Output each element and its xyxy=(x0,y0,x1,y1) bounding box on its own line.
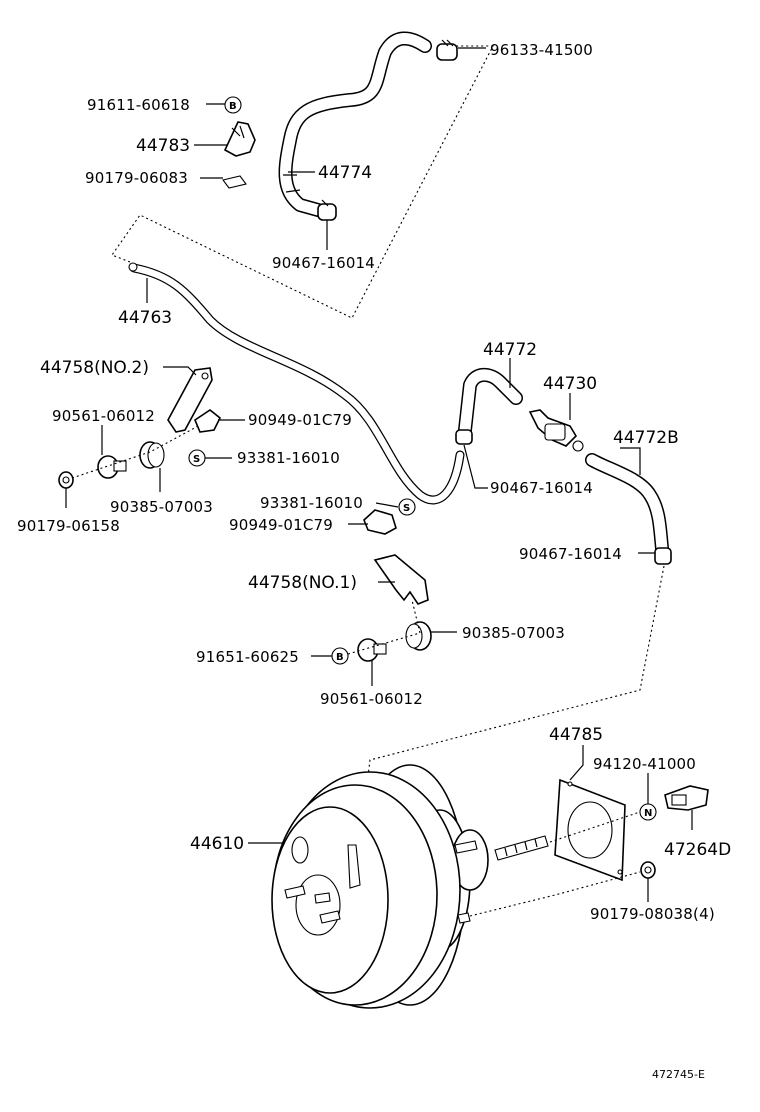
pipe-44763 xyxy=(128,262,465,505)
hose-44774 xyxy=(278,31,432,217)
label-90179-06158: 90179-06158 xyxy=(17,517,120,535)
clamp-90467-16014-right xyxy=(654,547,672,565)
label-90467-16014-right: 90467-16014 xyxy=(519,545,622,563)
clip-90949-01C79-b: S xyxy=(363,498,416,535)
svg-text:N: N xyxy=(644,808,652,819)
label-90385-07003-b: 90385-07003 xyxy=(462,624,565,642)
label-44610: 44610 xyxy=(190,834,244,854)
label-44774: 44774 xyxy=(318,163,372,183)
diagram-id: 472745-E xyxy=(652,1068,705,1081)
label-90385-07003-a: 90385-07003 xyxy=(110,498,213,516)
label-90561-06012-b: 90561-06012 xyxy=(320,690,423,708)
hose-44772 xyxy=(458,367,523,437)
label-91651-60625: 91651-60625 xyxy=(196,648,299,666)
svg-text:S: S xyxy=(193,454,200,465)
label-94120-41000: 94120-41000 xyxy=(593,755,696,773)
svg-text:B: B xyxy=(229,101,237,112)
label-44758-no1: 44758(NO.1) xyxy=(248,573,357,593)
label-93381-16010-b: 93381-16010 xyxy=(260,494,363,512)
collar-90561-06012-b xyxy=(357,638,387,662)
clamp-96133-41500 xyxy=(436,39,458,61)
nut-90179-06158 xyxy=(58,471,74,489)
grommet-90385-07003-b xyxy=(405,621,432,651)
label-91611-60618: 91611-60618 xyxy=(87,96,190,114)
label-90467-16014-mid: 90467-16014 xyxy=(490,479,593,497)
bracket-44758-no2: S xyxy=(167,367,222,467)
nut-94120-41000: N xyxy=(639,803,657,821)
check-valve-44730 xyxy=(528,409,584,452)
labels: 96133-41500 91611-60618 44783 44774 9017… xyxy=(17,41,731,1081)
nut-90179-08038 xyxy=(640,861,656,879)
label-96133-41500: 96133-41500 xyxy=(490,41,593,59)
label-44772B: 44772B xyxy=(613,428,679,448)
label-93381-16010-a: 93381-16010 xyxy=(237,449,340,467)
label-90179-06083: 90179-06083 xyxy=(85,169,188,187)
label-47264D: 47264D xyxy=(664,840,731,860)
label-90561-06012-a: 90561-06012 xyxy=(52,407,155,425)
bracket-44783: B xyxy=(222,96,256,189)
hose-44772B xyxy=(585,453,669,555)
clamp-90467-16014-top xyxy=(317,199,337,221)
grommet-90385-07003-a xyxy=(139,441,165,469)
label-44785: 44785 xyxy=(549,725,603,745)
clevis-47264D xyxy=(664,785,709,811)
gasket-44785 xyxy=(554,778,626,882)
svg-text:S: S xyxy=(403,503,410,514)
bracket-44758-no1 xyxy=(373,554,429,605)
label-44763: 44763 xyxy=(118,308,172,328)
label-90467-16014-top: 90467-16014 xyxy=(272,254,375,272)
collar-90561-06012-a xyxy=(97,455,127,479)
label-44783: 44783 xyxy=(136,136,190,156)
label-90949-01C79-b: 90949-01C79 xyxy=(229,516,333,534)
label-90949-01C79-a: 90949-01C79 xyxy=(248,411,352,429)
leader-lines xyxy=(65,47,693,902)
bolt-91651-60625: B xyxy=(331,647,349,665)
label-44758-no2: 44758(NO.2) xyxy=(40,358,149,378)
clamp-90467-16014-mid xyxy=(455,429,473,445)
svg-text:B: B xyxy=(336,652,344,663)
brake-booster-44610 xyxy=(271,764,549,1009)
label-44730: 44730 xyxy=(543,374,597,394)
label-90179-08038: 90179-08038(4) xyxy=(590,905,715,923)
label-44772: 44772 xyxy=(483,340,537,360)
